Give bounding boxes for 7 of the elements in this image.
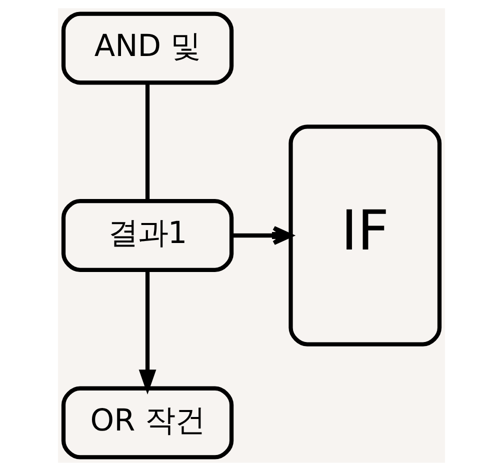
arrow xyxy=(231,226,292,245)
connector xyxy=(144,83,150,201)
node-box: AND 및 xyxy=(60,12,234,85)
node-box: OR 작건 xyxy=(60,386,234,460)
arrow xyxy=(138,270,156,394)
node-box: 결과1 xyxy=(60,199,234,272)
node-box: IF xyxy=(288,124,442,346)
